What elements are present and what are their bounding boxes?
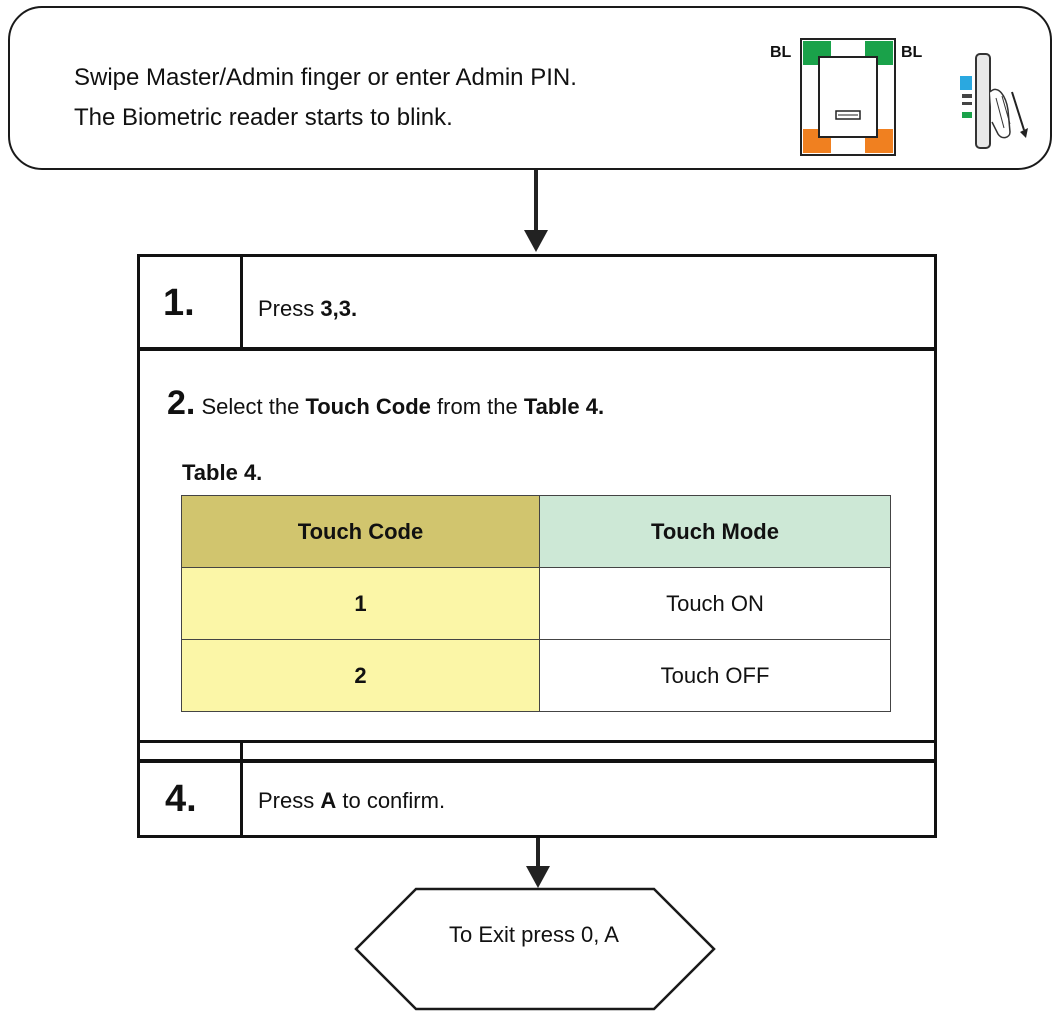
instruction-line-1: Swipe Master/Admin finger or enter Admin… [74,64,577,91]
connector-line-1 [534,170,538,232]
connector-line-2 [536,838,540,870]
exit-hexagon [354,887,716,1011]
finger-swipe-icon [960,53,1028,149]
step-4-number: 4. [165,778,197,820]
touch-code-table: Touch Code Touch Mode 1 Touch ON 2 Touch… [181,495,891,712]
separator-divider [240,740,243,762]
step-4-divider [240,760,243,838]
step-1-box [137,254,937,350]
step-4-text: Press A to confirm. [258,788,446,813]
step-4-box [137,760,937,838]
table-row: 2 Touch OFF [181,639,891,712]
reader-label-left: BL [770,44,792,61]
step-1-divider [240,254,243,350]
table-caption: Table 4. [182,460,263,485]
step-2-heading: 2. Select the Touch Code from the Table … [167,384,605,422]
step-1-text: Press 3,3. [258,296,358,321]
arrow-down-icon [524,230,548,252]
biometric-reader-icon [800,38,896,156]
table-header-row: Touch Code Touch Mode [181,495,891,568]
exit-instruction: To Exit press 0, A [449,922,619,947]
table-row: 1 Touch ON [181,567,891,640]
header-touch-code: Touch Code [181,495,540,568]
cell-code: 2 [181,639,540,712]
cell-mode: Touch ON [539,567,891,640]
header-touch-mode: Touch Mode [539,495,891,568]
arrow-down-icon [526,866,550,888]
cell-mode: Touch OFF [539,639,891,712]
instruction-line-2: The Biometric reader starts to blink. [74,104,453,131]
reader-label-right: BL [901,44,923,61]
step-1-number: 1. [163,282,195,324]
cell-code: 1 [181,567,540,640]
separator-strip [137,740,937,762]
